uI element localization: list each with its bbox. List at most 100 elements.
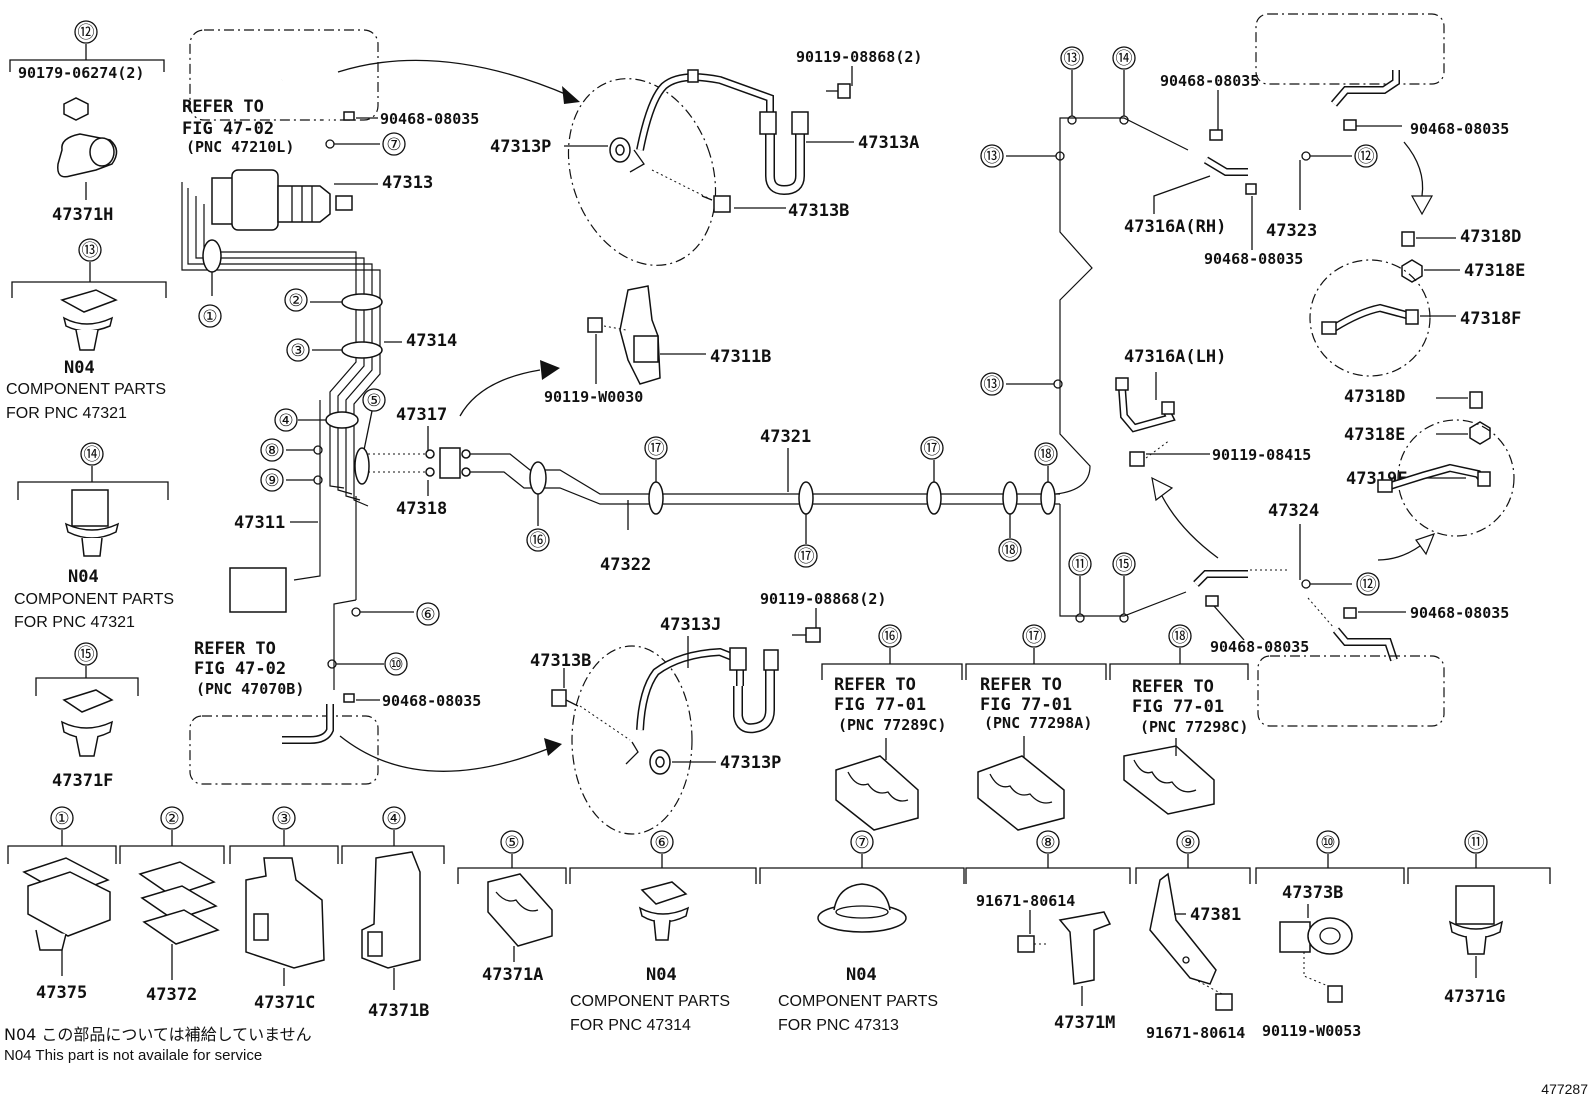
clamp-77298A-icon [977,755,1065,831]
label-c13: ⑬ [82,241,99,261]
label-p90119-W0030: 90119-W0030 [544,388,643,406]
label-c18: ⑱ [1038,445,1055,465]
label-n04: N04 [846,965,877,985]
bolt-47318D-icon [1401,231,1415,247]
label-p47313P: 47313P [490,137,551,157]
bracket-47371M-icon [1058,911,1112,985]
nut-47313P-icon [609,137,631,163]
callout-13-left [78,238,102,262]
label-c1: ① [202,307,217,327]
label-refer-to: REFER TO [182,97,264,117]
brake-hose-47313J-icon [636,647,779,734]
label-c1: ① [54,809,69,829]
clip-47371A-icon [487,873,553,947]
label-p47322: 47322 [600,555,651,575]
label-c10: ⑩ [388,655,403,675]
label-refer-to: REFER TO [980,675,1062,695]
label-p47318E: 47318E [1464,261,1525,281]
label-p90468-08035: 90468-08035 [1410,604,1509,622]
nut-47318E-icon [1401,259,1423,283]
clip-47371B-icon [361,851,421,969]
clip-icon [1209,129,1223,141]
label-c11: ⑪ [1468,833,1485,853]
label-p47318F: 47318F [1460,309,1521,329]
label-p47313B: 47313B [788,201,849,221]
clip-icon [1343,607,1357,619]
detail-circle-bottom [571,645,693,835]
clip-47372-icon [138,861,220,945]
bolt-90119-08415-icon [1129,451,1145,467]
label-n04: N04 [646,965,677,985]
label-pnc-77298A: (PNC 77298A) [984,714,1092,732]
label-p47311: 47311 [234,513,285,533]
label-p47318D: 47318D [1344,387,1405,407]
clip-47371C-icon [245,857,325,969]
label-c15: ⑮ [78,645,95,665]
label-comp-47321: COMPONENT PARTS [14,591,174,608]
arrow-icon [1151,476,1174,502]
label-c8: ⑧ [264,441,279,461]
label-p47316A-RH: 47316A(RH) [1124,217,1226,237]
label-c13: ⑬ [1064,49,1081,69]
label-47371H: 47371H [52,205,113,225]
label-p47313A: 47313A [858,133,919,153]
label-c3: ③ [276,809,291,829]
brake-actuator-47313-icon [211,169,353,231]
tube-joint-icon [425,447,471,479]
brake-hose-47313A-icon [636,69,809,196]
label-c13: ⑬ [984,147,1001,167]
bolt-47318D-icon [1469,391,1483,409]
label-fig-77-01: FIG 77-01 [1132,697,1224,717]
label-p90119-W0053: 90119-W0053 [1262,1022,1361,1040]
label-c9: ⑨ [1180,833,1195,853]
label-p47371M: 47371M [1054,1013,1115,1033]
label-c2: ② [164,809,179,829]
clip-icon [343,693,355,703]
label-comp: COMPONENT PARTS [778,993,938,1010]
label-p47372: 47372 [146,985,197,1005]
label-p47373B: 47373B [1282,883,1343,903]
label-p47371A: 47371A [482,965,543,985]
bolt-icon [826,83,851,99]
label-refer-to: REFER TO [194,639,276,659]
label-p91671-80614: 91671-80614 [1146,1024,1245,1042]
label-p47371B: 47371B [368,1001,429,1021]
label-p47314: 47314 [406,331,457,351]
label-p47313: 47313 [382,173,433,193]
note-n04-en: N04 This part is not availale for servic… [4,1047,262,1064]
nut-icon [63,97,89,121]
label-p47371C: 47371C [254,993,315,1013]
label-p47318D: 47318D [1460,227,1521,247]
label-c5: ⑤ [504,833,519,853]
clip-N04-6-icon [638,881,690,941]
nut-47313P-icon [649,749,671,775]
label-p90119-08415: 90119-08415 [1212,446,1311,464]
bracket-47381-icon [1149,872,1217,985]
brake-tube-47316A-LH-icon [1115,377,1176,433]
label-p47321: 47321 [760,427,811,447]
label-p47313J: 47313J [660,615,721,635]
label-p90468-08035: 90468-08035 [1210,638,1309,656]
label-c3: ③ [290,341,305,361]
bolt-47313B-icon [551,689,579,707]
label-for-47321: FOR PNC 47321 [6,405,127,422]
detail-circle-top [567,78,717,266]
label-p47313P: 47313P [720,753,781,773]
label-p47323: 47323 [1266,221,1317,241]
label-p90468-08035: 90468-08035 [1160,72,1259,90]
note-n04-jp: N04 この部品については補給していません [4,1025,312,1044]
nut-47318E-icon [1469,421,1491,445]
callout-15-left [74,642,98,666]
clip-icon [1205,595,1219,607]
label-comp: COMPONENT PARTS [570,993,730,1010]
label-c14: ⑭ [1116,49,1133,69]
label-fig-77-01: FIG 77-01 [980,695,1072,715]
label-n04: N04 [68,567,99,587]
brake-tube-bundle [181,182,381,690]
arrow-icon [1410,195,1434,216]
label-p91671-80614: 91671-80614 [976,892,1075,910]
grommet-N04-icon [817,883,907,933]
label-c15: ⑮ [1116,555,1133,575]
label-c17: ⑰ [648,439,665,459]
label-fig-47-02: FIG 47-02 [194,659,286,679]
